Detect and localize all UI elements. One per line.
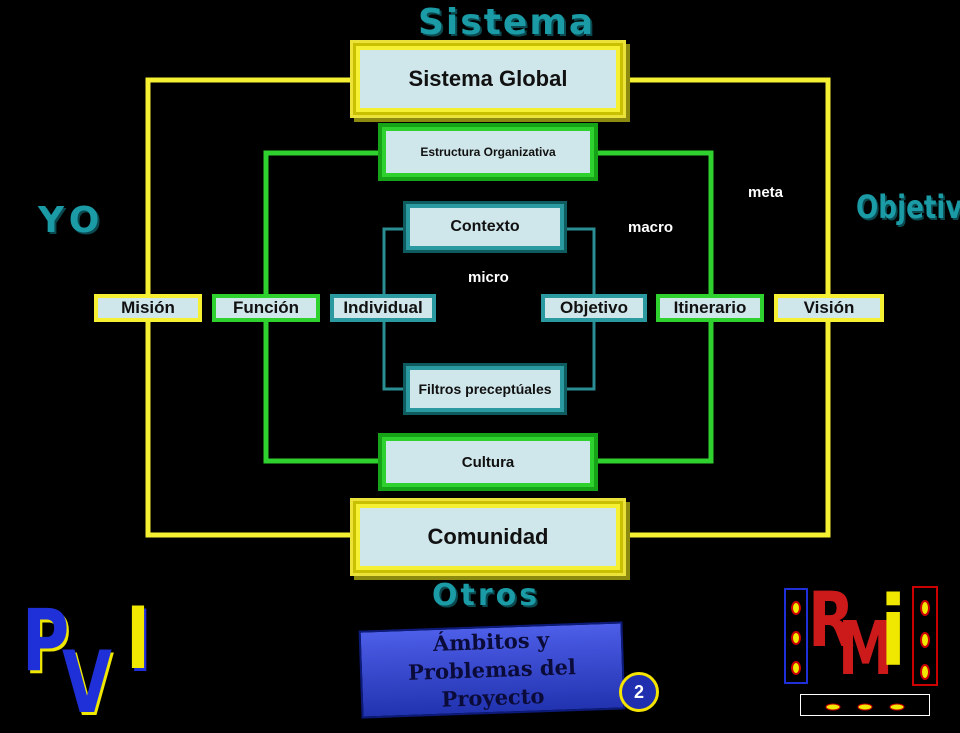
button-ambitos-problemas[interactable]: Ámbitos y Problemas del Proyecto bbox=[358, 621, 626, 719]
label-micro: micro bbox=[468, 269, 509, 286]
logo-right-dots bbox=[920, 600, 930, 680]
logo-right-bar bbox=[912, 586, 938, 686]
row-funcion: Función bbox=[212, 294, 320, 322]
logo-left-bar bbox=[784, 588, 808, 684]
logo-letter-i-small: i bbox=[880, 576, 907, 688]
heading-sistema: Sistema bbox=[418, 2, 596, 43]
row-individual: Individual bbox=[330, 294, 436, 322]
label-macro: macro bbox=[628, 219, 674, 236]
logo-nav-dots bbox=[825, 703, 905, 711]
logo-left-dots bbox=[791, 601, 801, 675]
box-sistema-global: Sistema Global bbox=[353, 43, 623, 115]
logo-letter-p: P bbox=[22, 591, 70, 691]
row-mision: Misión bbox=[94, 294, 202, 322]
logo-letter-i: I bbox=[126, 589, 150, 689]
row-itinerario: Itinerario bbox=[656, 294, 764, 322]
box-cultura: Cultura bbox=[382, 437, 594, 487]
row-vision: Visión bbox=[774, 294, 884, 322]
label-meta: meta bbox=[748, 184, 784, 201]
row-objetivo: Objetivo bbox=[541, 294, 647, 322]
logo-letter-r: R bbox=[808, 575, 855, 664]
box-comunidad: Comunidad bbox=[353, 501, 623, 573]
box-contexto: Contexto bbox=[406, 204, 564, 250]
box-filtros-preceptuales: Filtros preceptúales bbox=[406, 366, 564, 412]
logo-letter-v: V bbox=[62, 633, 112, 733]
heading-objetivos: Objetivos bbox=[856, 188, 960, 226]
logo-nav-strip bbox=[800, 694, 930, 716]
page-number-badge[interactable]: 2 bbox=[619, 672, 659, 712]
heading-yo: YO bbox=[38, 200, 106, 241]
heading-otros: Otros bbox=[432, 578, 541, 613]
box-estructura-organizativa: Estructura Organizativa bbox=[382, 127, 594, 177]
logo-letter-m: M bbox=[838, 606, 894, 692]
